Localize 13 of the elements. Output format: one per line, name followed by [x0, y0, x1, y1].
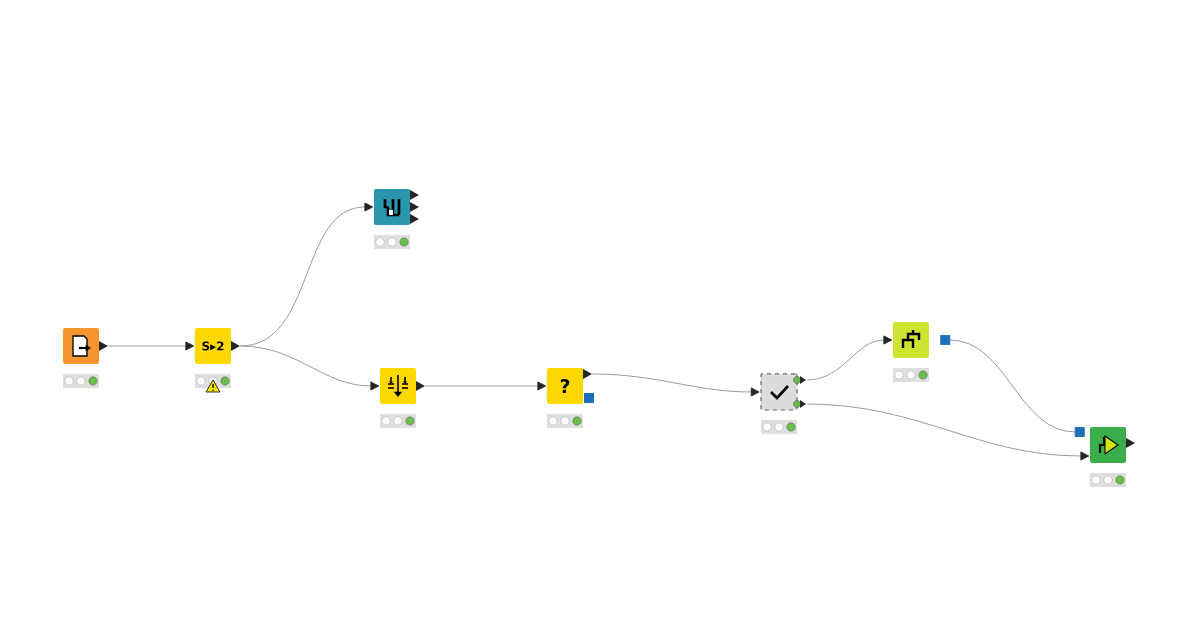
connector	[806, 335, 893, 381]
connector	[239, 345, 380, 391]
node-box	[760, 373, 798, 411]
connector	[806, 403, 1090, 461]
connector	[940, 335, 1085, 437]
connector	[107, 341, 195, 351]
node-box	[893, 322, 929, 358]
connector	[424, 381, 547, 391]
node-box	[374, 189, 410, 225]
node-box	[380, 368, 416, 404]
connector	[591, 373, 760, 397]
node-box: ?	[547, 368, 583, 404]
node-box: S▸2	[195, 328, 231, 364]
